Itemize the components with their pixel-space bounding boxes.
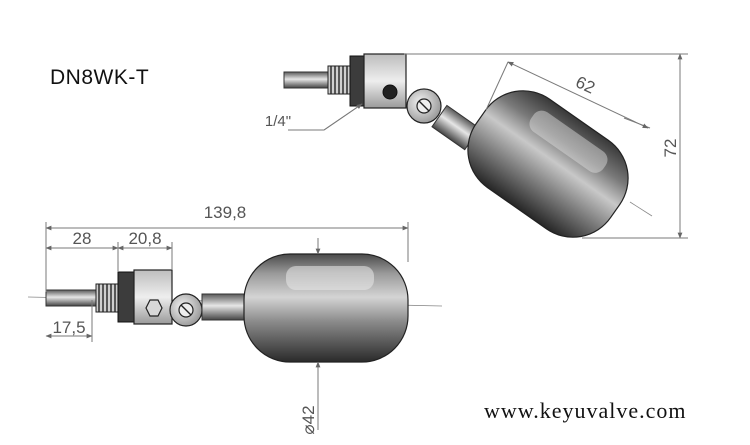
inlet-stem-top: [283, 71, 331, 89]
model-label: DN8WK-T: [50, 66, 150, 89]
dim-stem-length: 28: [73, 229, 92, 248]
float-ball-top: [467, 90, 629, 238]
hex-nut: [145, 299, 163, 317]
top-dimensions: [288, 53, 688, 239]
dim-total-length: 139,8: [204, 203, 247, 222]
float-arm: [201, 293, 245, 321]
website-label: www.keyuvalve.com: [484, 398, 687, 423]
horizontal-assembly: [27, 253, 443, 363]
fitting-flange: [117, 271, 137, 323]
dim-height: 72: [661, 139, 680, 158]
fitting-body-top: [363, 53, 407, 109]
hex-nut-top: [382, 84, 398, 100]
dim-fitting-width: 20,8: [128, 229, 161, 248]
thread-top: [327, 65, 351, 95]
angled-assembly: [283, 53, 653, 238]
inlet-stem: [45, 289, 99, 307]
bottom-dimensions: [45, 222, 409, 430]
dim-float-diameter: ⌀42: [299, 405, 318, 434]
dim-rod-diameter: 17,5: [52, 318, 85, 337]
thread: [95, 283, 119, 313]
dim-thread-size: 1/4": [265, 113, 291, 130]
